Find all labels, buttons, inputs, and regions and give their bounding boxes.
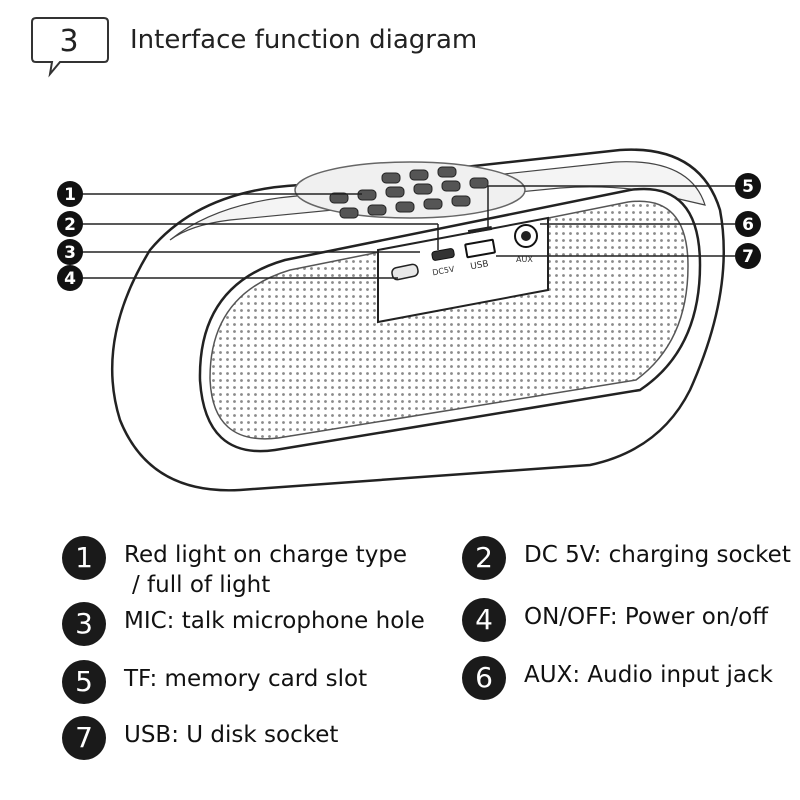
on-off-switch (391, 263, 419, 281)
usb-port (464, 238, 496, 259)
top-buttons (329, 166, 489, 219)
callout-3: 3 (57, 239, 83, 265)
legend-badge: 3 (62, 602, 106, 646)
legend-badge: 5 (62, 660, 106, 704)
step-number: 3 (59, 24, 79, 59)
svg-text:1: 1 (64, 185, 76, 205)
svg-text:4: 4 (64, 269, 76, 289)
svg-text:5: 5 (742, 177, 754, 197)
svg-text:7: 7 (742, 247, 754, 267)
legend-badge: 6 (462, 656, 506, 700)
svg-text:6: 6 (742, 215, 754, 235)
callout-7: 7 (735, 243, 761, 269)
legend-text: TF: memory card slot (124, 666, 368, 692)
legend-text: Red light on charge type (124, 542, 408, 568)
tf-slot (467, 225, 493, 235)
legend-text: ON/OFF: Power on/off (524, 604, 769, 630)
callout-2: 2 (57, 211, 83, 237)
usb-port-label: USB (470, 259, 490, 272)
speaker-grille (209, 200, 689, 440)
dc-port (431, 248, 455, 261)
legend-badge: 4 (462, 598, 506, 642)
callout-1: 1 (57, 181, 83, 207)
legend-badge: 2 (462, 536, 506, 580)
header: 3 Interface function diagram (0, 0, 800, 90)
leader-lines (82, 185, 735, 279)
speech-bubble-icon (31, 17, 109, 78)
legend-text: AUX: Audio input jack (524, 662, 773, 688)
legend-text: USB: U disk socket (124, 722, 339, 748)
legend-badge: 7 (62, 716, 106, 760)
legend-text: MIC: talk microphone hole (124, 608, 425, 634)
legend-text: DC 5V: charging socket (524, 542, 791, 568)
callout-5: 5 (735, 173, 761, 199)
dc-port-label: DC5V (432, 264, 456, 277)
legend-text-line2: / full of light (132, 572, 271, 598)
legend-badge: 1 (62, 536, 106, 580)
aux-jack-label: AUX (516, 255, 533, 264)
svg-text:3: 3 (64, 243, 76, 263)
svg-text:2: 2 (64, 215, 76, 235)
speaker-top (169, 161, 706, 241)
page-title: Interface function diagram (130, 25, 478, 55)
callout-6: 6 (735, 211, 761, 237)
speaker-illustration: DC5V USB AUX 1 2 3 4 5 6 (57, 148, 761, 492)
callout-4: 4 (57, 265, 83, 291)
